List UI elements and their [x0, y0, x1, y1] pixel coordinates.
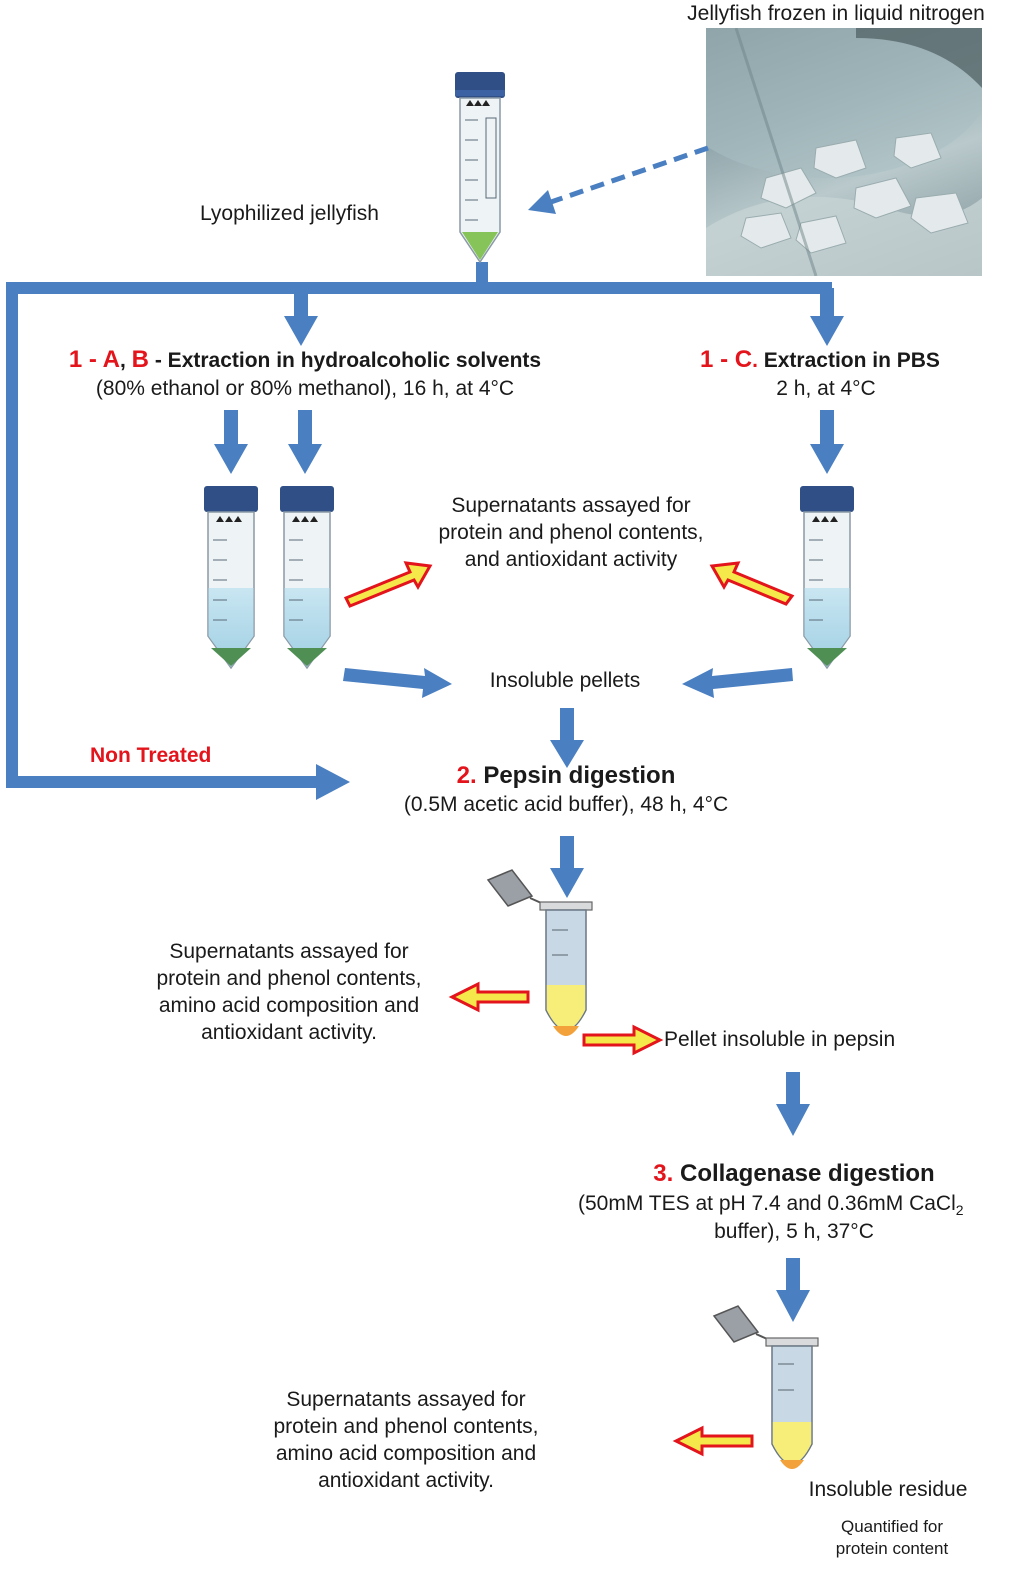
supernatant1-line1: Supernatants assayed for	[451, 494, 691, 517]
step2-name: Pepsin digestion	[476, 762, 676, 789]
step2-title: 2. Pepsin digestion	[457, 762, 676, 790]
jellyfish-photo	[706, 28, 982, 276]
step1ab-letter-b: B	[131, 346, 150, 373]
insoluble-residue-label: Insoluble residue	[808, 1478, 968, 1501]
step1c-name: Extraction in PBS	[757, 349, 940, 372]
arrow-to-tube-a	[214, 444, 248, 474]
arrow-pellets-to-pepsin	[550, 740, 584, 768]
tube-down-stem	[476, 262, 488, 288]
arrow-to-tube-b	[288, 444, 322, 474]
supernatant3-line4: antioxidant activity.	[318, 1469, 494, 1492]
insoluble-pellets-label: Insoluble pellets	[489, 669, 641, 692]
arrow-to-collagenase	[776, 1104, 810, 1136]
falcon-tube-c	[800, 486, 854, 670]
supernatant2-line4: antioxidant activity.	[201, 1021, 377, 1044]
pepsin-pellet-label: Pellet insoluble in pepsin	[664, 1028, 896, 1051]
arrow-to-step1ab	[284, 316, 318, 346]
step1ab-name: - Extraction in hydroalcoholic solvents	[149, 349, 542, 372]
supernatant3-line3: amino acid composition and	[275, 1442, 537, 1465]
supernatant2-line1: Supernatants assayed for	[169, 940, 409, 963]
falcon-tube-b	[280, 486, 334, 670]
step3-num: 3.	[653, 1160, 674, 1187]
step1c-title: 1 - C. Extraction in PBS	[700, 346, 940, 373]
arrow-pepsin-to-tube	[550, 868, 584, 898]
supernatant3-line1: Supernatants assayed for	[286, 1388, 526, 1411]
supernatant2-line2: protein and phenol contents,	[156, 967, 422, 990]
step2-num: 2.	[456, 762, 477, 789]
step3-name: Collagenase digestion	[673, 1160, 935, 1187]
supernatant3-line2: protein and phenol contents,	[273, 1415, 539, 1438]
distribution-bar	[6, 282, 832, 294]
dashed-arrow-photo-to-tube	[528, 145, 709, 214]
supernatant1-line2: protein and phenol contents,	[438, 521, 704, 544]
non-treated-line	[6, 776, 318, 788]
photo-caption: Jellyfish frozen in liquid nitrogen	[687, 2, 985, 25]
supernatant1-line3: and antioxidant activity	[464, 548, 678, 571]
falcon-tube-lyophilized	[455, 72, 505, 264]
arrow-to-step1c	[810, 316, 844, 346]
eppendorf-tube-collagenase	[712, 1305, 819, 1469]
step1ab-num: 1 - A	[68, 346, 121, 373]
non-treated-label: Non Treated	[90, 744, 212, 767]
hollow-arrow-to-pepsin-pellet	[582, 1024, 664, 1056]
hollow-arrow-collagenase-supernatant	[672, 1425, 754, 1457]
step1ab-title: 1 - A, B - Extraction in hydroalcoholic …	[68, 346, 542, 373]
arrow-to-tube-c	[810, 444, 844, 474]
step1ab-conditions: (80% ethanol or 80% methanol), 16 h, at …	[95, 377, 515, 400]
arrow-tube-c-to-pellets	[682, 668, 793, 698]
eppendorf-tube-pepsin	[486, 869, 593, 1036]
step1c-conditions: 2 h, at 4°C	[776, 377, 876, 400]
step3-subscript: 2	[955, 1202, 964, 1219]
step1c-num: 1 - C	[700, 346, 753, 373]
supernatant2-line3: amino acid composition and	[158, 994, 420, 1017]
hollow-arrow-pepsin-supernatant	[448, 981, 530, 1013]
falcon-tube-a	[204, 486, 258, 670]
lyophilized-label: Lyophilized jellyfish	[200, 202, 379, 225]
arrow-collagenase-to-tube	[776, 1290, 810, 1322]
left-bypass-line	[6, 282, 18, 788]
arrow-tubes-ab-to-pellets	[343, 668, 452, 698]
step2-conditions: (0.5M acetic acid buffer), 48 h, 4°C	[403, 793, 729, 816]
quantified-line1: Quantified for	[840, 1517, 944, 1536]
non-treated-arrow-head	[316, 764, 350, 800]
step3-conditions-b: buffer), 5 h, 37°C	[714, 1220, 874, 1243]
quantified-line2: protein content	[835, 1539, 949, 1558]
hollow-arrow-c-to-supernatant	[709, 561, 795, 606]
hollow-arrow-ab-to-supernatant	[343, 561, 433, 608]
step3-conditions-a: (50mM TES at pH 7.4 and 0.36mM CaCl2	[578, 1192, 964, 1219]
step3-title: 3. Collagenase digestion	[653, 1160, 934, 1188]
